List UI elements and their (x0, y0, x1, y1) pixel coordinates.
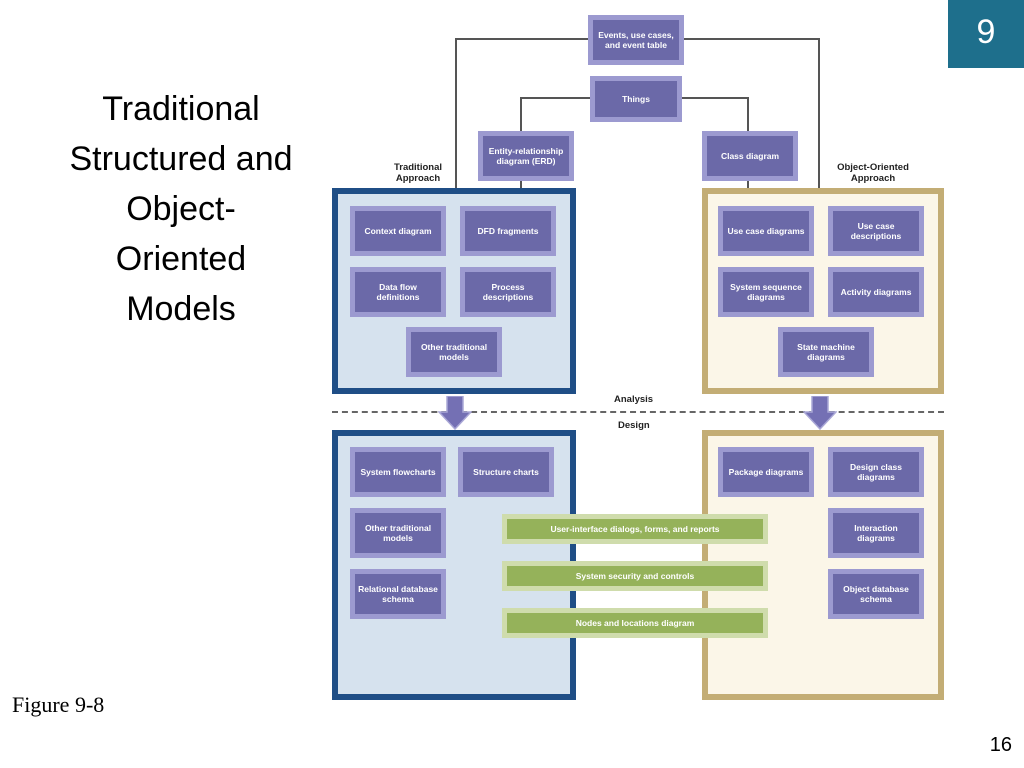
nodes-locations-bar: Nodes and locations diagram (502, 608, 768, 638)
use-case-diagrams-box: Use case diagrams (718, 206, 814, 256)
slide-title: Traditional Structured and Object- Orien… (36, 84, 326, 334)
process-descriptions-box: Process descriptions (460, 267, 556, 317)
object-database-schema-box: Object database schema (828, 569, 924, 619)
design-class-diagrams-box: Design class diagrams (828, 447, 924, 497)
connector-line (520, 97, 590, 99)
connector-line (818, 38, 820, 190)
title-line: Object- (126, 190, 236, 228)
connector-line (520, 178, 522, 190)
approach-label-line: Approach (850, 173, 896, 184)
approach-label-line: Approach (395, 173, 441, 184)
connector-line (455, 38, 588, 40)
connector-line (520, 97, 522, 133)
connector-line (747, 178, 749, 190)
context-diagram-box: Context diagram (350, 206, 446, 256)
phase-divider (332, 411, 944, 413)
approach-label-line: Traditional (393, 162, 443, 173)
dfd-fragments-box: DFD fragments (460, 206, 556, 256)
state-machine-diagrams-box: State machine diagrams (778, 327, 874, 377)
traditional-approach-label: Traditional Approach (378, 162, 458, 184)
approach-label-line: Object-Oriented (837, 162, 909, 173)
events-box: Events, use cases, and event table (588, 15, 684, 65)
connector-line (682, 97, 749, 99)
relational-schema-box: Relational database schema (350, 569, 446, 619)
title-line: Structured and (69, 140, 293, 178)
down-arrow-icon (803, 396, 837, 430)
other-traditional-design-models-box: Other traditional models (350, 508, 446, 558)
title-line: Oriented (115, 240, 247, 278)
title-line: Traditional (102, 90, 260, 128)
system-security-bar: System security and controls (502, 561, 768, 591)
page-number: 16 (989, 734, 1012, 756)
things-box: Things (590, 76, 682, 122)
connector-line (747, 97, 749, 133)
object-oriented-approach-label: Object-Oriented Approach (820, 162, 926, 184)
data-flow-definitions-box: Data flow definitions (350, 267, 446, 317)
interaction-diagrams-box: Interaction diagrams (828, 508, 924, 558)
use-case-descriptions-box: Use case descriptions (828, 206, 924, 256)
title-line: Models (126, 290, 236, 328)
class-diagram-box: Class diagram (702, 131, 798, 181)
erd-box: Entity-relationship diagram (ERD) (478, 131, 574, 181)
other-traditional-models-box: Other traditional models (406, 327, 502, 377)
connector-line (455, 38, 457, 190)
design-label: Design (618, 420, 650, 431)
analysis-label: Analysis (614, 394, 654, 405)
activity-diagrams-box: Activity diagrams (828, 267, 924, 317)
connector-line (684, 38, 820, 40)
down-arrow-icon (438, 396, 472, 430)
package-diagrams-box: Package diagrams (718, 447, 814, 497)
structure-charts-box: Structure charts (458, 447, 554, 497)
system-sequence-diagrams-box: System sequence diagrams (718, 267, 814, 317)
chapter-badge: 9 (948, 0, 1024, 68)
figure-caption: Figure 9-8 (12, 692, 105, 717)
ui-dialogs-bar: User-interface dialogs, forms, and repor… (502, 514, 768, 544)
system-flowcharts-box: System flowcharts (350, 447, 446, 497)
